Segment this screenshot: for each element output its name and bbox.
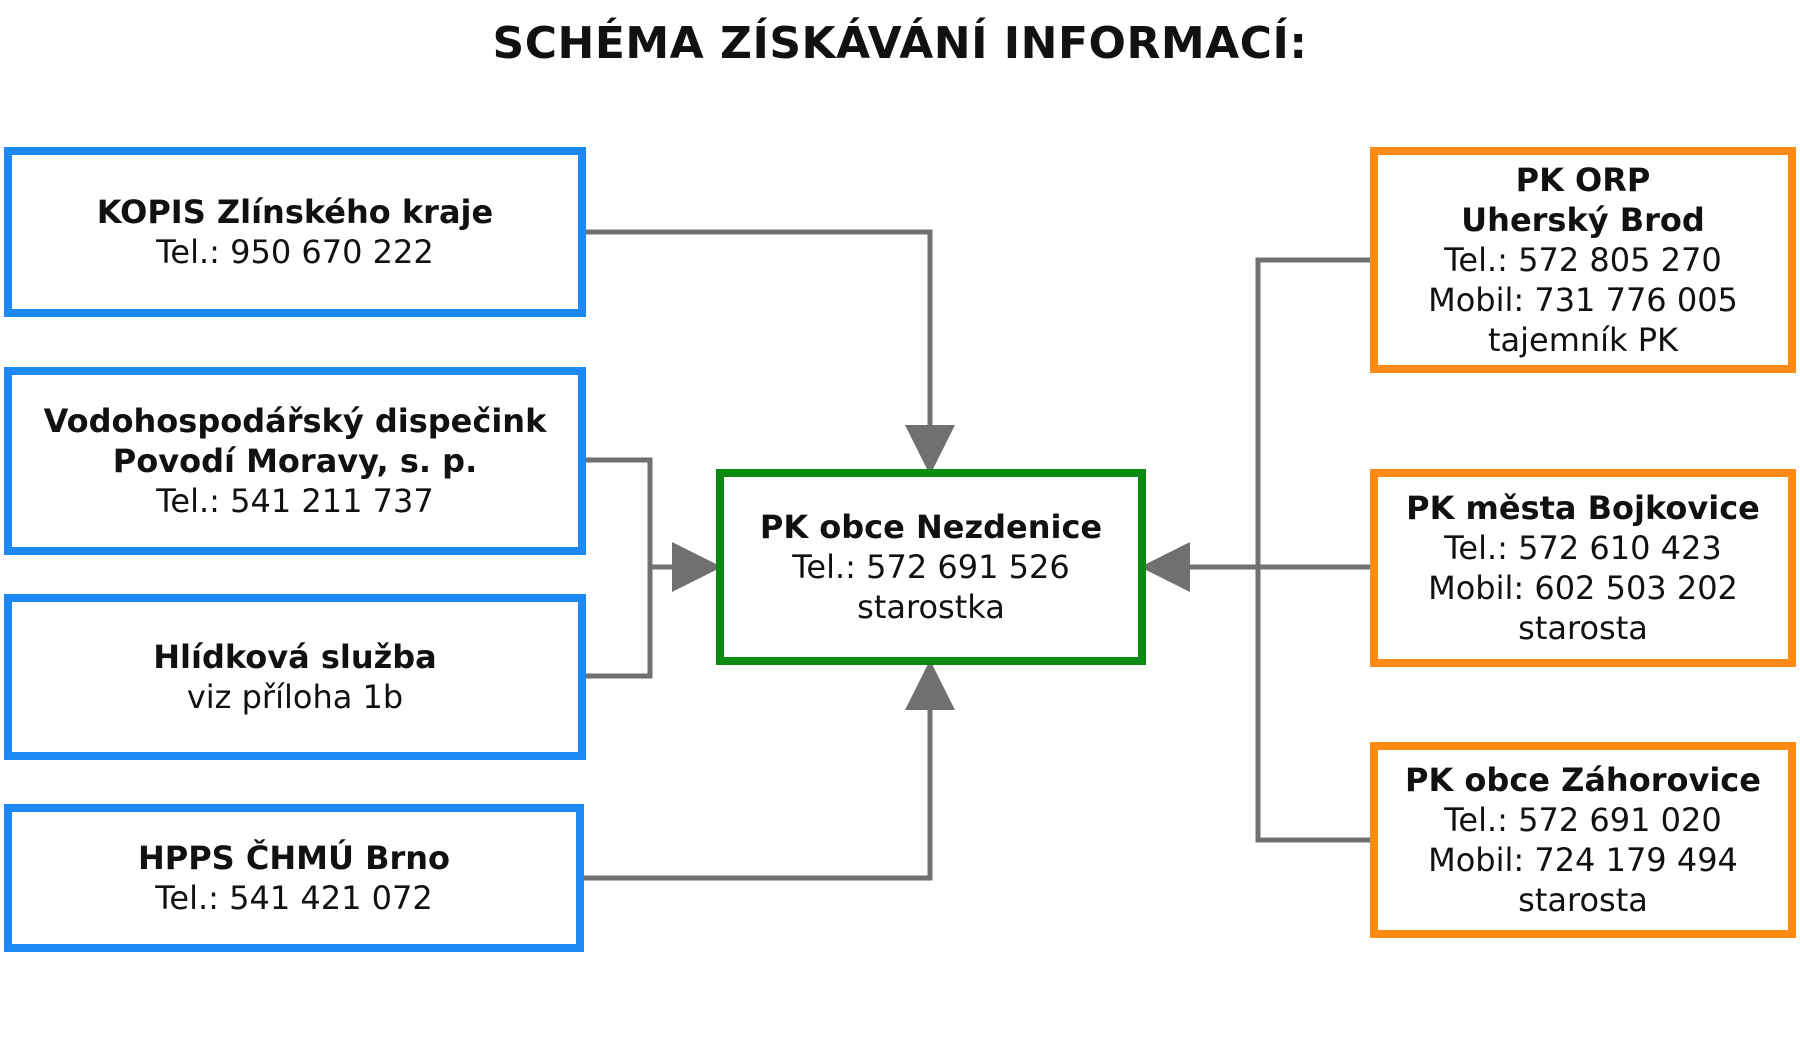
box-hpps: HPPS ČHMÚ Brno Tel.: 541 421 072 [4,804,584,952]
box-vodohospodarsky-phone: Tel.: 541 211 737 [156,482,434,520]
box-vodohospodarsky-subtitle: Povodí Moravy, s. p. [112,442,478,480]
box-orp-subtitle: Uherský Brod [1461,201,1705,239]
diagram-title: SCHÉMA ZÍSKÁVÁNÍ INFORMACÍ: [492,18,1308,69]
box-hlidkova-note: viz příloha 1b [186,678,404,716]
box-bojkovice-mobile: Mobil: 602 503 202 [1428,569,1738,607]
box-orp-role: tajemník PK [1487,321,1679,359]
box-center-title: PK obce Nezdenice [759,508,1103,546]
connector-kopis [585,229,955,475]
connector-vodohospodarsky [585,457,653,679]
box-orp-phone: Tel.: 572 805 270 [1444,241,1722,279]
box-bojkovice-title: PK města Bojkovice [1406,489,1760,527]
box-center-role: starostka [857,588,1005,626]
box-kopis-title: KOPIS Zlínského kraje [96,193,494,231]
box-zahorovice-mobile: Mobil: 724 179 494 [1428,841,1738,879]
box-hpps-phone: Tel.: 541 421 072 [155,879,433,917]
box-orp-uhersky-brod: PK ORP Uherský Brod Tel.: 572 805 270 Mo… [1370,147,1796,373]
box-hlidkova: Hlídková služba viz příloha 1b [4,594,586,760]
box-vodohospodarsky: Vodohospodářský dispečink Povodí Moravy,… [4,367,586,555]
box-vodohospodarsky-title: Vodohospodářský dispečink [43,402,547,440]
box-center-nezdenice: PK obce Nezdenice Tel.: 572 691 526 star… [716,469,1146,665]
box-orp-mobile: Mobil: 731 776 005 [1428,281,1738,319]
box-hlidkova-title: Hlídková služba [153,638,437,676]
box-zahorovice: PK obce Záhorovice Tel.: 572 691 020 Mob… [1370,742,1796,938]
box-zahorovice-phone: Tel.: 572 691 020 [1444,801,1722,839]
box-bojkovice-phone: Tel.: 572 610 423 [1444,529,1722,567]
connector-right-bus [1255,257,1372,843]
box-bojkovice-role: starosta [1518,609,1648,647]
connector-hpps [582,660,955,881]
box-kopis-phone: Tel.: 950 670 222 [156,233,434,271]
box-center-phone: Tel.: 572 691 526 [792,548,1070,586]
box-zahorovice-title: PK obce Záhorovice [1405,761,1761,799]
box-kopis: KOPIS Zlínského kraje Tel.: 950 670 222 [4,147,586,317]
box-hpps-title: HPPS ČHMÚ Brno [137,839,451,877]
box-bojkovice: PK města Bojkovice Tel.: 572 610 423 Mob… [1370,469,1796,667]
box-orp-title: PK ORP [1515,161,1651,199]
box-zahorovice-role: starosta [1518,881,1648,919]
